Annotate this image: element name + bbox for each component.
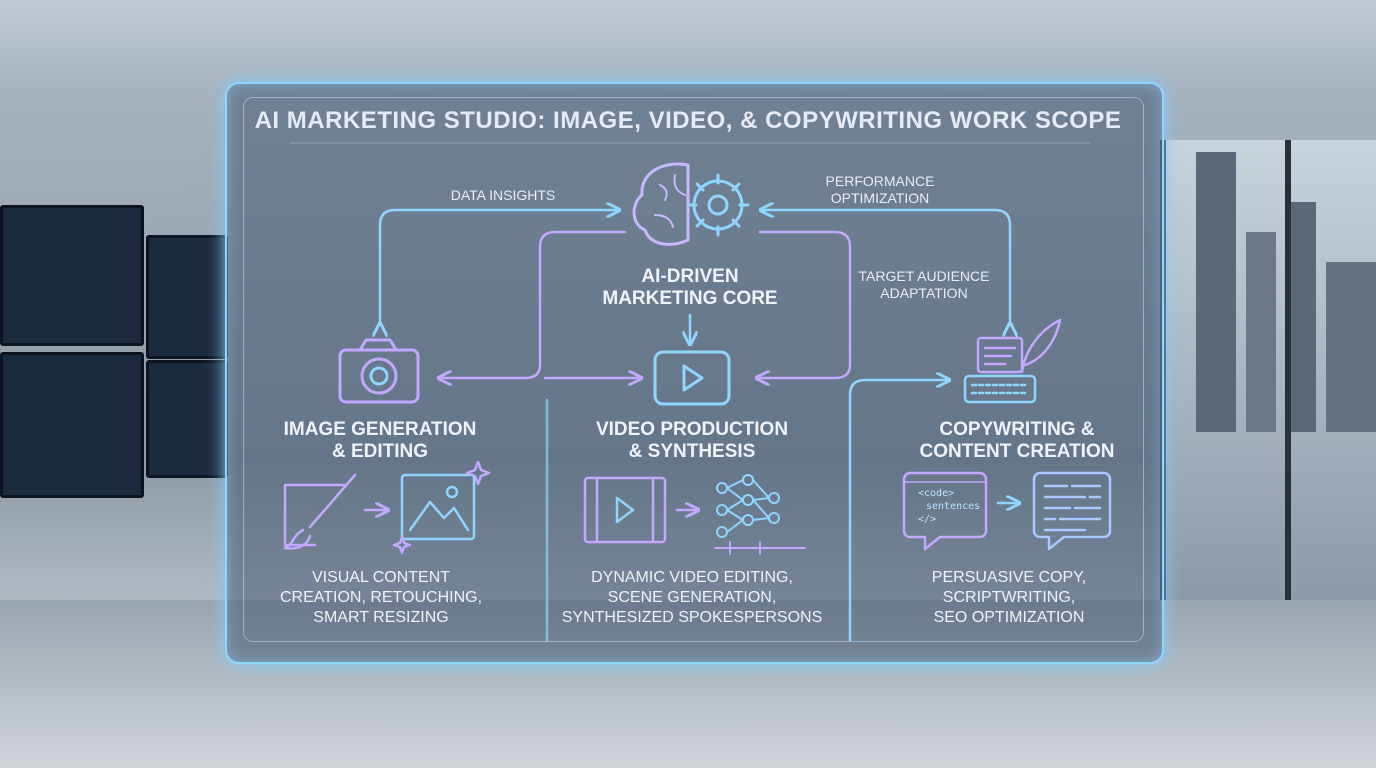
video-heading: Video Production& Synthesis (595, 419, 789, 462)
performance-label: PerformanceOptimization (825, 173, 935, 206)
film-strip-icon (583, 476, 667, 544)
audience-connector (758, 230, 852, 378)
camera-icon (338, 338, 420, 404)
ceiling (0, 0, 1376, 90)
core-label: AI-DrivenMarketing Core (602, 266, 778, 309)
page-title: AI Marketing Studio: Image, Video, & Cop… (254, 107, 1122, 134)
brain-gear-icon (632, 162, 750, 246)
hologram-inner-frame (243, 97, 1144, 642)
image-heading: Image Generation& Editing (283, 419, 477, 462)
dashboard-monitor (146, 360, 228, 478)
dashboard-monitor (0, 352, 144, 498)
video-description: Dynamic Video Editing,Scene Generation,S… (561, 569, 823, 626)
code-snippet: <code>sentences</> (918, 488, 981, 525)
brush-canvas-icon (283, 473, 357, 550)
copy-description: Persuasive Copy,Scriptwriting,SEO Optimi… (931, 569, 1087, 626)
image-connector (440, 230, 627, 378)
video-play-icon (653, 350, 731, 406)
window-frame (1285, 140, 1291, 600)
typewriter-quill-icon (963, 318, 1062, 404)
copy-connector (848, 380, 948, 642)
code-bubble-icon (902, 471, 988, 551)
data-insights-label: Data Insights (450, 187, 556, 203)
data-insights-connector (380, 210, 618, 325)
performance-connector (762, 210, 1010, 325)
neural-network-icon (714, 474, 806, 555)
text-bubble-icon (1032, 471, 1112, 551)
image-description: Visual ContentCreation, Retouching,Smart… (279, 569, 483, 626)
image-sparkle-icon (392, 460, 491, 555)
audience-label: Target AudienceAdaptation (858, 268, 990, 301)
city-window (1160, 140, 1376, 600)
dashboard-monitor (0, 205, 144, 346)
copy-heading: Copywriting &Content Creation (919, 419, 1115, 462)
